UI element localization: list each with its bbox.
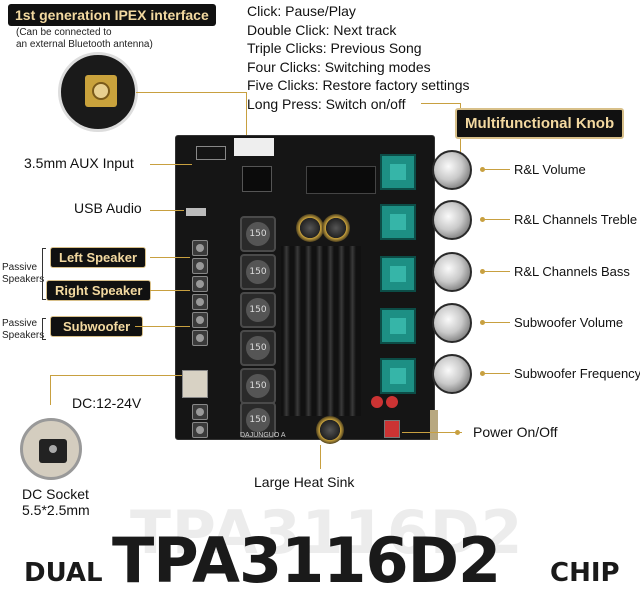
passive-speakers-label-1b: Speakers xyxy=(2,274,45,285)
subwoofer-volume-knob[interactable] xyxy=(432,303,472,343)
rl-treble-label: R&L Channels Treble xyxy=(514,212,638,227)
board-print-text: DAJUNGUO A xyxy=(240,432,286,439)
subwoofer-frequency-knob[interactable] xyxy=(432,354,472,394)
rl-treble-knob[interactable] xyxy=(432,200,472,240)
coil-label: 150 xyxy=(246,222,270,246)
knob-title: Multifunctional Knob xyxy=(465,115,615,132)
click-function-item: Triple Clicks: Previous Song xyxy=(247,40,422,56)
rl-bass-knob[interactable] xyxy=(432,252,472,292)
dc-socket-label-2: 5.5*2.5mm xyxy=(22,502,90,518)
title-suffix: CHIP xyxy=(550,558,620,588)
click-function-item: Click: Pause/Play xyxy=(247,3,356,19)
subwoofer-label: Subwoofer xyxy=(63,319,131,334)
click-function-item: Double Click: Next track xyxy=(247,21,397,38)
ipex-note-2: an external Bluetooth antenna) xyxy=(16,39,153,50)
passive-speakers-label-2b: Speakers xyxy=(2,330,45,341)
passive-speakers-label-2a: Passive xyxy=(2,318,38,329)
click-function-item: Five Clicks: Restore factory settings xyxy=(247,77,470,93)
power-label: Power On/Off xyxy=(473,424,558,440)
subwoofer-volume-label: Subwoofer Volume xyxy=(514,315,624,330)
ipex-title-tag: 1st generation IPEX interface xyxy=(8,4,216,26)
knob-title-tag: Multifunctional Knob xyxy=(455,108,625,139)
coil-label: 150 xyxy=(246,336,270,360)
right-speaker-tag: Right Speaker xyxy=(46,280,152,301)
dc-voltage-label: DC:12-24V xyxy=(72,395,142,411)
amplifier-board: 150 150 150 150 150 150 DAJUNGUO A xyxy=(175,135,435,444)
right-speaker-label: Right Speaker xyxy=(55,283,143,298)
ipex-note-1: (Can be connected to xyxy=(16,27,112,38)
click-functions-list: Click: Pause/Play Double Click: Next tra… xyxy=(247,2,470,113)
coil-label: 150 xyxy=(246,374,270,398)
left-speaker-tag: Left Speaker xyxy=(50,247,147,268)
heatsink-label: Large Heat Sink xyxy=(254,474,355,490)
rl-volume-label: R&L Volume xyxy=(514,162,586,177)
subwoofer-tag: Subwoofer xyxy=(50,316,144,337)
coil-label: 150 xyxy=(246,298,270,322)
coil-label: 150 xyxy=(246,260,270,284)
subwoofer-frequency-label: Subwoofer Frequency xyxy=(514,366,640,381)
click-function-item: Four Clicks: Switching modes xyxy=(247,58,431,75)
click-function-item: Long Press: Switch on/off xyxy=(247,95,406,112)
model-watermark: TPA3116D2 xyxy=(130,498,524,568)
title-prefix: DUAL xyxy=(24,558,103,588)
power-switch[interactable] xyxy=(384,420,400,438)
ipex-closeup-image xyxy=(58,52,138,132)
title-model: TPA3116D2 xyxy=(112,524,501,592)
rl-volume-knob[interactable] xyxy=(432,150,472,190)
passive-speakers-label-1a: Passive xyxy=(2,262,38,273)
dc-socket-closeup-image xyxy=(20,418,82,480)
rl-bass-label: R&L Channels Bass xyxy=(514,264,630,279)
dc-jack xyxy=(182,370,208,398)
aux-input-label: 3.5mm AUX Input xyxy=(24,155,134,171)
heat-sink xyxy=(281,246,361,416)
coil-label: 150 xyxy=(246,408,270,432)
dc-socket-label-1: DC Socket xyxy=(22,486,89,502)
usb-audio-label: USB Audio xyxy=(74,200,142,216)
left-speaker-label: Left Speaker xyxy=(59,250,138,265)
ipex-title: 1st generation IPEX interface xyxy=(15,7,209,23)
